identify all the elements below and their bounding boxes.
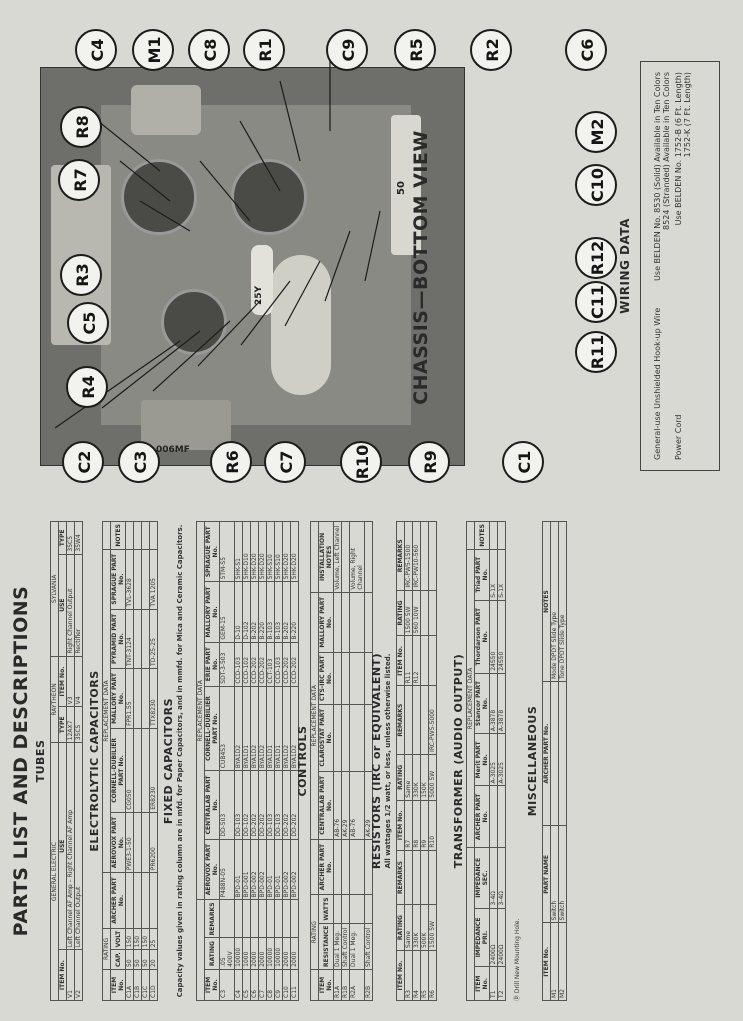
callout-c11: C11 [575,281,617,323]
callout-r1: R1 [243,29,285,71]
callout-c10: C10 [575,164,617,206]
callout-c4: C4 [75,29,117,71]
callout-r10: R10 [340,441,382,483]
callout-c7: C7 [264,441,306,483]
wiring-row: General-use Unshielded Hook-up Wire Use … [653,72,671,460]
callout-m2: M2 [575,111,617,153]
callout-c6: C6 [565,29,607,71]
wiring-value: Use BELDEN No. 1752-B (6 Ft. Length) 175… [674,72,692,226]
callout-r11: R11 [575,331,617,373]
callout-r4: R4 [66,366,108,408]
chassis-heading: CHASSIS—BOTTOM VIEW [410,130,432,405]
callout-r6: R6 [210,441,252,483]
callout-c1: C1 [502,441,544,483]
wiring-label: Power Cord [674,414,683,460]
callout-c3: C3 [118,441,160,483]
wiring-box: General-use Unshielded Hook-up Wire Use … [640,61,720,471]
wiring-label: General-use Unshielded Hook-up Wire [653,307,662,460]
callout-r7: R7 [58,159,100,201]
callout-r12: R12 [575,237,617,279]
callout-r2: R2 [470,29,512,71]
callout-c8: C8 [188,29,230,71]
callout-c5: C5 [67,302,109,344]
callout-r3: R3 [60,254,102,296]
wiring-row: Power Cord Use BELDEN No. 1752-B (6 Ft. … [674,72,692,460]
callout-r9: R9 [408,441,450,483]
callout-c2: C2 [62,441,104,483]
callout-r8: R8 [60,106,102,148]
wiring-heading: WIRING DATA [618,218,632,314]
callout-m1: M1 [132,29,174,71]
wiring-value: Use BELDEN No. 8530 (Solid) Available in… [653,72,671,281]
callout-r5: R5 [394,29,436,71]
callout-c9: C9 [326,29,368,71]
